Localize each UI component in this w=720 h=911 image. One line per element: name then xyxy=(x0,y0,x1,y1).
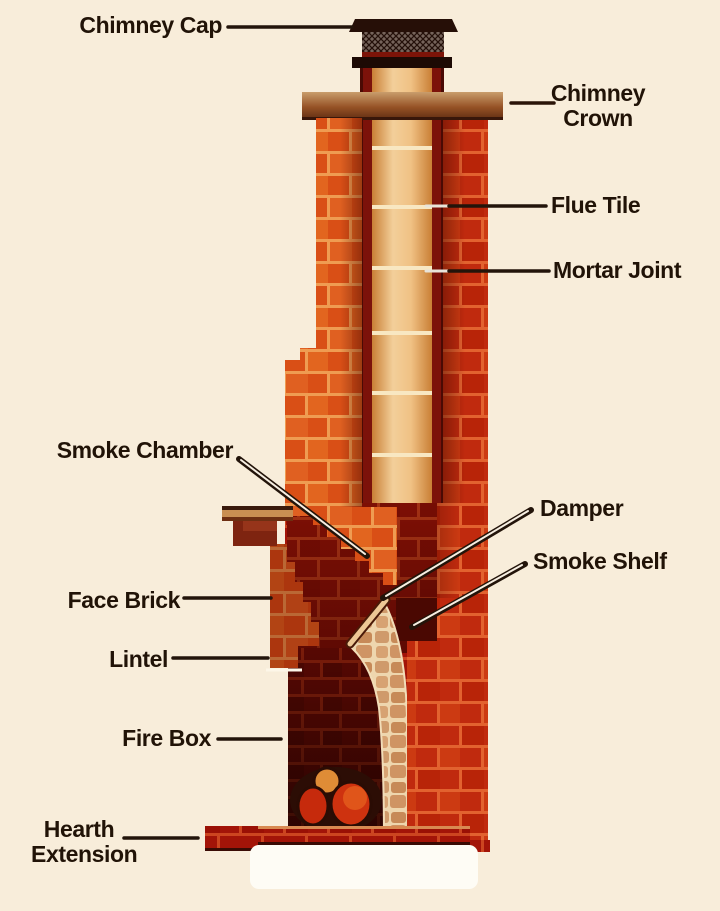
label-hearth-extension-line1: Hearth xyxy=(43,816,115,842)
label-chimney-cap: Chimney Cap xyxy=(79,12,222,38)
label-mortar-joint: Mortar Joint xyxy=(553,257,682,283)
face-brick-part xyxy=(266,544,319,672)
chimney-crown-part xyxy=(302,92,503,120)
label-smoke-shelf: Smoke Shelf xyxy=(533,548,667,574)
chimney-breast-face xyxy=(285,118,397,585)
damper-part xyxy=(345,595,391,649)
label-damper: Damper xyxy=(540,495,624,521)
label-face-brick: Face Brick xyxy=(67,587,181,613)
cap-mesh-screen xyxy=(362,30,444,56)
label-flue-tile: Flue Tile xyxy=(551,192,641,218)
right-brick-column xyxy=(443,116,488,505)
label-smoke-chamber: Smoke Chamber xyxy=(56,437,234,463)
mortar-joint-lines xyxy=(372,146,432,457)
label-lintel: Lintel xyxy=(109,646,168,672)
chimney-cap-part xyxy=(349,19,458,68)
label-chimney-crown: Chimney Crown xyxy=(548,80,648,132)
hearth-extension-part xyxy=(205,826,490,852)
label-hearth-extension-line2: Extension xyxy=(31,841,138,868)
label-chimney-crown-line1: Chimney xyxy=(550,80,646,106)
white-base xyxy=(250,845,478,889)
label-chimney-crown-line2: Crown xyxy=(563,105,633,132)
label-hearth-extension: Hearth Extension xyxy=(31,816,138,868)
flue-tile-part xyxy=(360,66,444,507)
label-fire-box: Fire Box xyxy=(122,725,211,751)
mantel-shelf xyxy=(222,506,293,546)
leader-lines xyxy=(122,25,556,840)
right-wall-lower xyxy=(407,503,488,843)
fire-logs xyxy=(290,766,382,833)
